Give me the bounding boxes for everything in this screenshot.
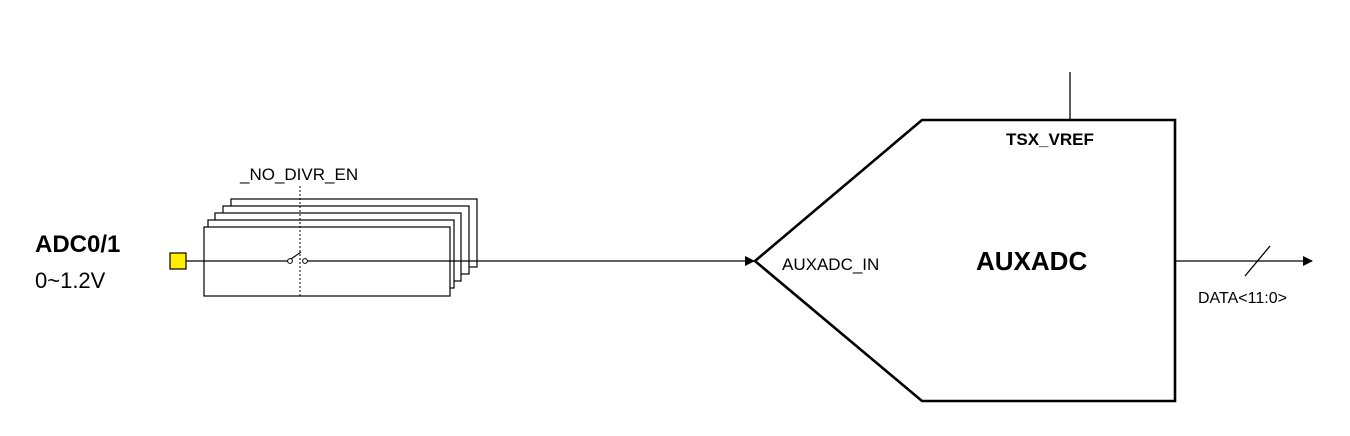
- output-data-label: DATA<11:0>: [1198, 290, 1287, 307]
- adc-input-label: AUXADC_IN: [782, 255, 879, 274]
- vref-label: TSX_VREF: [1006, 130, 1094, 149]
- pin-name: ADC0/1: [35, 231, 120, 258]
- pin-voltage-range: 0~1.2V: [35, 268, 106, 293]
- divider-stack: [203, 198, 478, 297]
- divider-enable-label: _NO_DIVR_EN: [239, 165, 358, 184]
- input-pad: [169, 252, 187, 270]
- bus-width-slash: [1244, 245, 1271, 277]
- adc-name: AUXADC: [976, 246, 1087, 276]
